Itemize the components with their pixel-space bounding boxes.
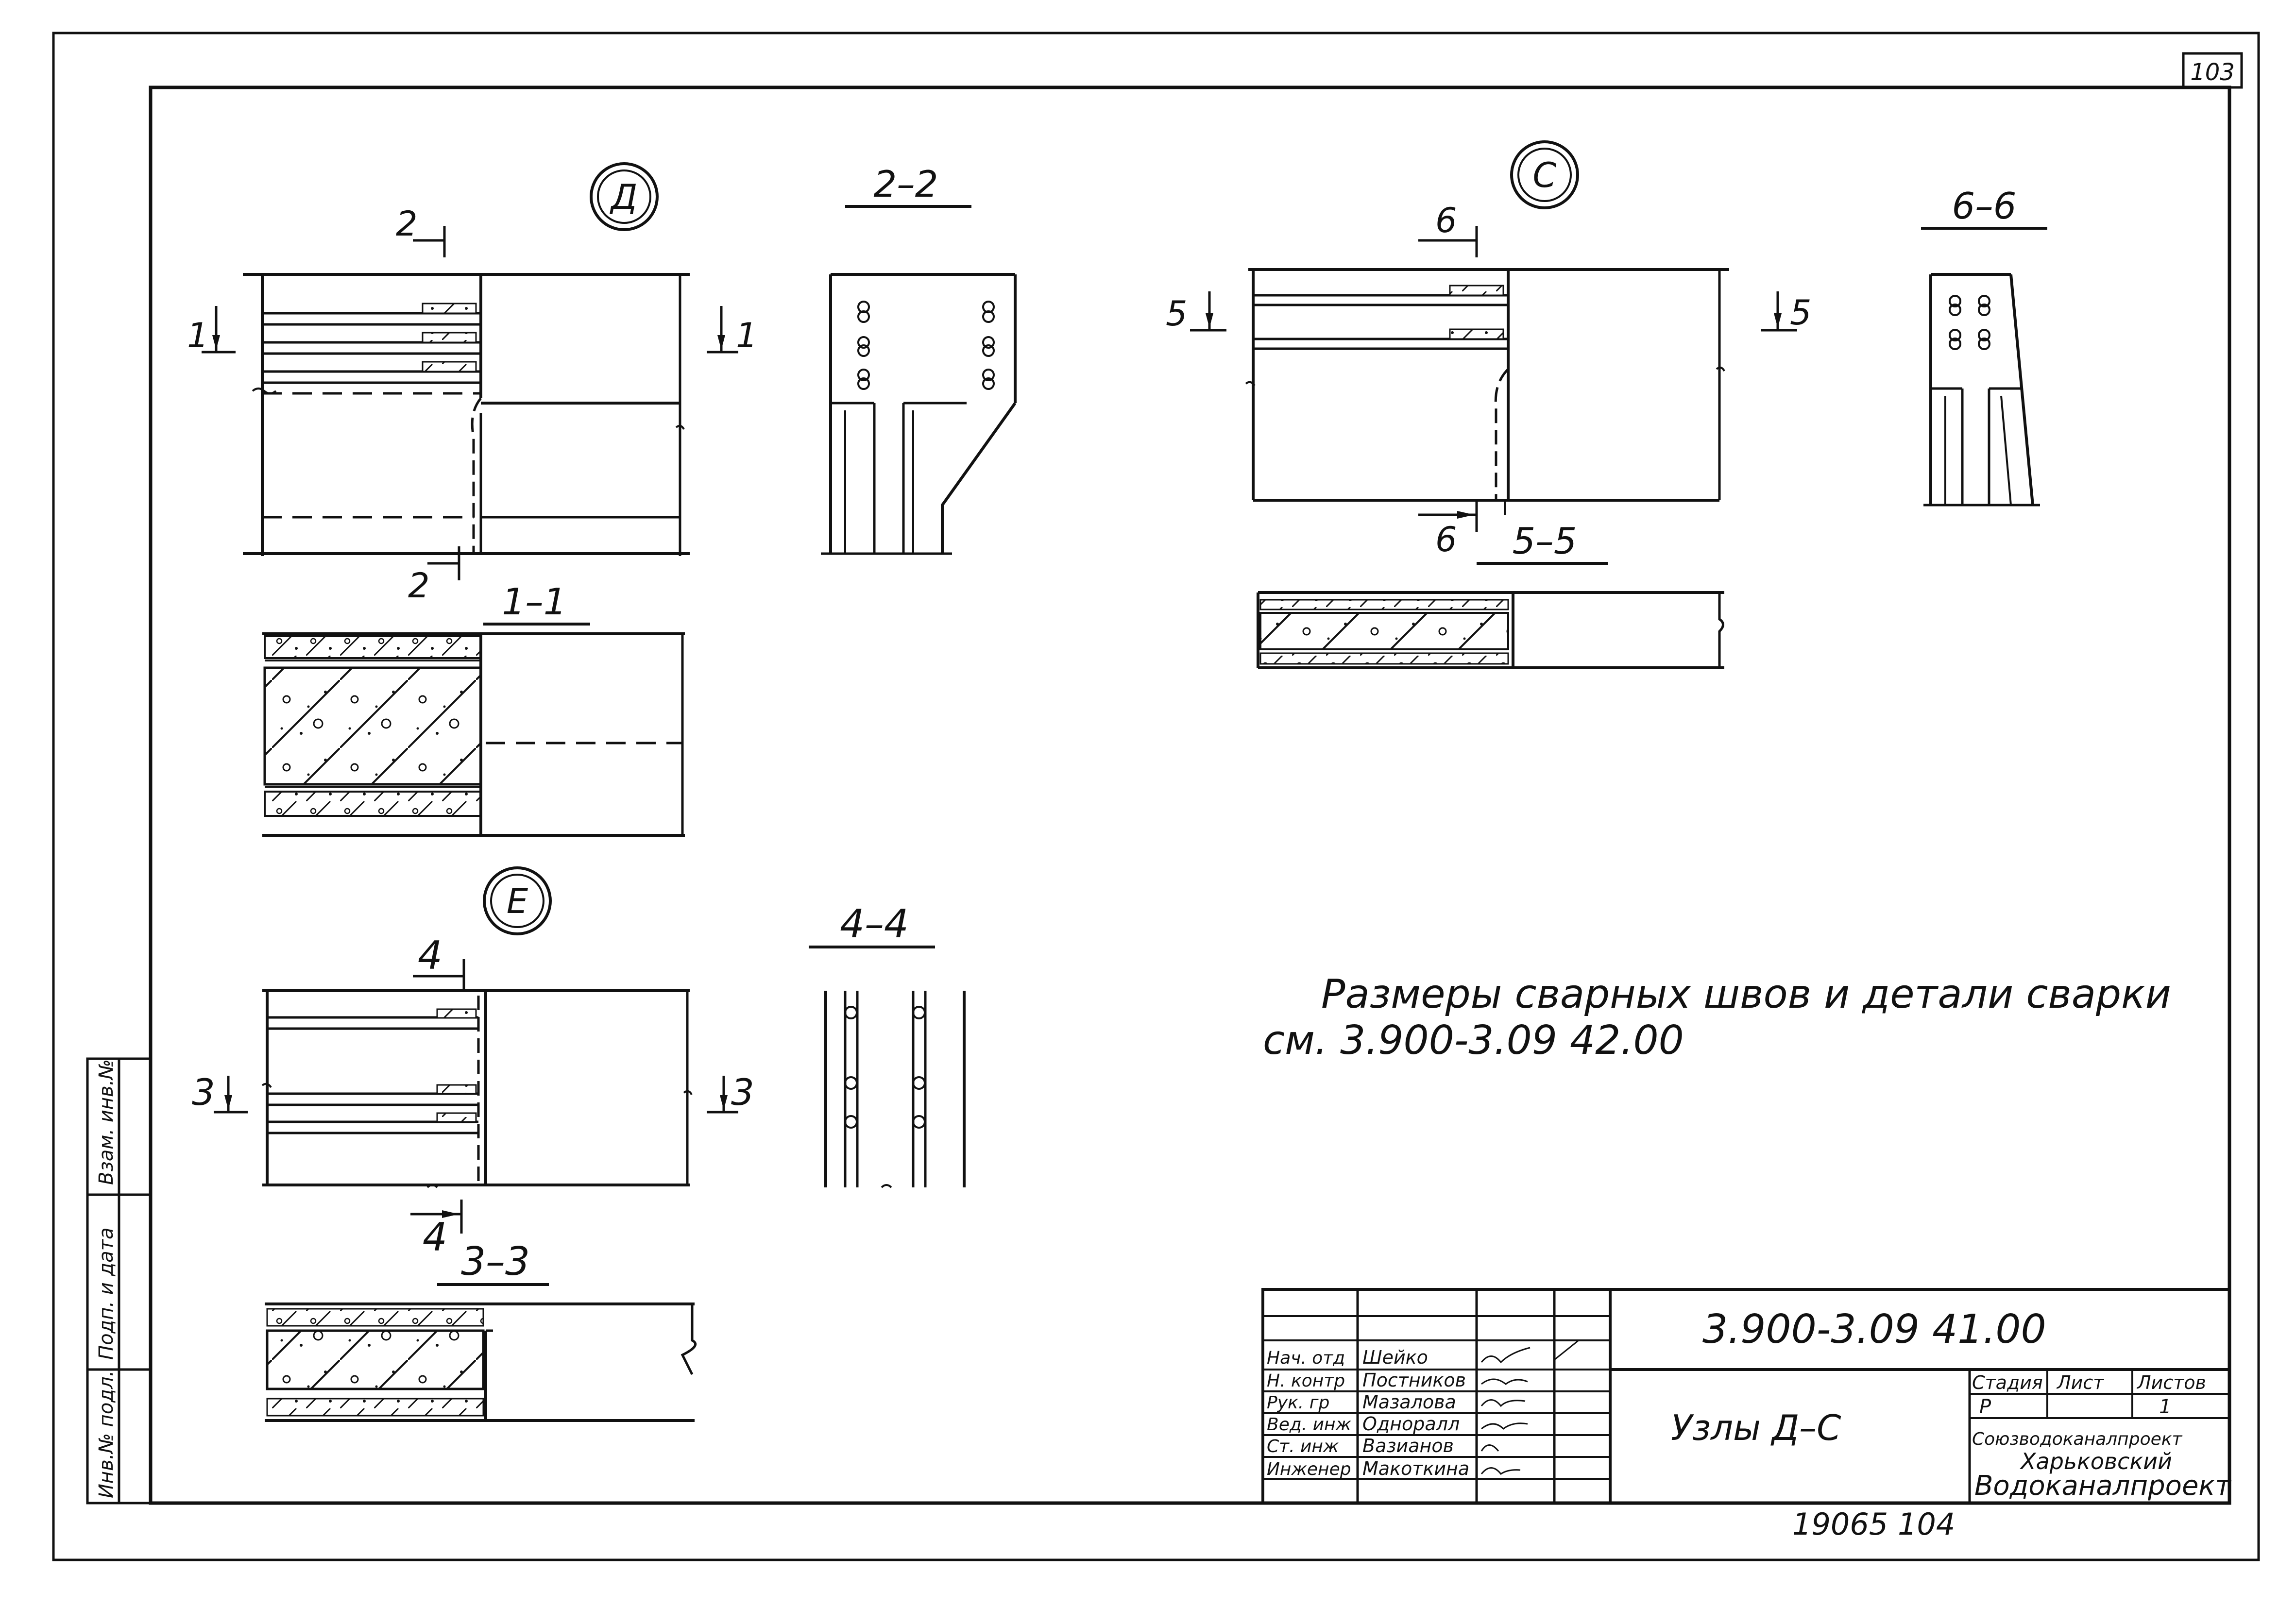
section-4-4-title: 4–4 <box>840 901 909 947</box>
note-line-2: см. 3.900-3.09 42.00 <box>1263 1017 1684 1064</box>
section-6-6-title: 6–6 <box>1952 185 2017 227</box>
strip-label-vzam: Взам. инв.№ <box>95 1059 118 1185</box>
svg-text:4: 4 <box>423 1215 447 1260</box>
cut-mark-5-left: 5 <box>1166 291 1226 334</box>
role-0: Нач. отд <box>1267 1348 1345 1368</box>
node-D-label: Д <box>610 177 638 217</box>
welding-note: Размеры сварных швов и детали сварки см.… <box>1263 971 2171 1064</box>
role-4: Ст. инж <box>1267 1437 1339 1456</box>
stage-value: Р <box>1979 1396 1991 1418</box>
node-C-label: С <box>1533 155 1557 195</box>
section-5-5: 5–5 <box>1257 520 1724 669</box>
node-C-callout: С <box>1510 140 1579 209</box>
role-5: Инженер <box>1267 1459 1351 1479</box>
node-E-plan <box>261 989 693 1188</box>
cut-mark-1-right: 1 <box>707 306 758 355</box>
node-E-callout: Е <box>483 866 552 935</box>
section-1-1: 1–1 <box>262 580 685 837</box>
cut-mark-5-right: 5 <box>1761 291 1812 333</box>
cut-mark-3-left: 3 <box>192 1071 248 1114</box>
org-line-2: Харьковский <box>2020 1448 2172 1474</box>
name-2: Мазалова <box>1362 1391 1456 1413</box>
svg-text:6: 6 <box>1435 520 1457 559</box>
drawing-title: Узлы Д–С <box>1671 1407 1841 1448</box>
strip-label-inv: Инв.№ подл. <box>95 1370 118 1498</box>
sheet-value: 1 <box>2159 1396 2171 1418</box>
cut-mark-3-right: 3 <box>707 1071 754 1114</box>
cut-mark-6-bottom: 6 <box>1418 500 1478 559</box>
signatures <box>1480 1339 1579 1475</box>
cut-mark-6-top: 6 <box>1418 201 1478 257</box>
note-line-1: Размеры сварных швов и детали сварки <box>1321 971 2171 1017</box>
role-1: Н. контр <box>1267 1371 1345 1391</box>
svg-text:4: 4 <box>418 933 442 978</box>
section-2-2: 2–2 <box>821 163 1017 555</box>
section-4-4: 4–4 <box>809 901 966 1188</box>
stage-header: Стадия <box>1972 1372 2043 1393</box>
sheets-header: Листов <box>2136 1372 2206 1393</box>
role-3: Вед. инж <box>1267 1415 1352 1435</box>
node-E-label: Е <box>507 881 528 921</box>
svg-text:2: 2 <box>408 566 430 606</box>
svg-text:1: 1 <box>736 316 758 355</box>
section-6-6: 6–6 <box>1921 185 2047 507</box>
svg-text:5: 5 <box>1166 294 1188 334</box>
name-3: Одноралл <box>1362 1413 1460 1435</box>
cut-mark-4-top: 4 <box>413 933 465 991</box>
name-1: Постников <box>1362 1370 1466 1391</box>
name-4: Вазианов <box>1362 1435 1454 1456</box>
section-3-3-title: 3–3 <box>461 1239 530 1284</box>
node-D-callout: Д <box>590 162 659 231</box>
section-3-3: 3–3 <box>265 1239 697 1422</box>
svg-text:5: 5 <box>1790 293 1812 333</box>
name-0: Шейко <box>1362 1347 1428 1368</box>
svg-text:3: 3 <box>731 1071 754 1114</box>
sheet-header: Лист <box>2056 1372 2105 1393</box>
node-C-plan <box>1245 268 1729 515</box>
svg-text:2: 2 <box>396 204 418 244</box>
node-D-plan <box>243 273 690 556</box>
cut-mark-2-bottom: 2 <box>408 546 460 606</box>
inner-frame <box>149 85 2231 1505</box>
svg-text:1: 1 <box>187 316 209 355</box>
cut-mark-1-left: 1 <box>187 306 236 355</box>
role-2: Рук. гр <box>1267 1393 1329 1413</box>
section-2-2-title: 2–2 <box>874 163 938 205</box>
left-binding-strip: Взам. инв.№ Подп. и дата Инв.№ подл. <box>86 1057 152 1505</box>
svg-text:3: 3 <box>192 1071 215 1114</box>
title-block: Нач. отд Шейко Н. контр Постников Рук. г… <box>1261 1288 2231 1505</box>
org-line-1: Союзводоканалпроект <box>1972 1429 2182 1449</box>
page-number: 103 <box>2190 59 2235 86</box>
footer-number: 19065 104 <box>1792 1506 1955 1542</box>
page-number-box <box>2182 52 2243 89</box>
org-line-3: Водоканалпроект <box>1974 1470 2231 1502</box>
cut-mark-4-bottom: 4 <box>410 1200 463 1260</box>
section-1-1-title: 1–1 <box>502 580 567 623</box>
strip-label-podp: Подп. и дата <box>95 1228 118 1360</box>
section-5-5-title: 5–5 <box>1513 520 1577 562</box>
cut-mark-2-top: 2 <box>396 204 446 257</box>
doc-code: 3.900-3.09 41.00 <box>1702 1306 2046 1353</box>
svg-text:6: 6 <box>1435 201 1457 240</box>
outer-frame <box>52 32 2260 1561</box>
name-5: Макоткина <box>1362 1458 1469 1479</box>
